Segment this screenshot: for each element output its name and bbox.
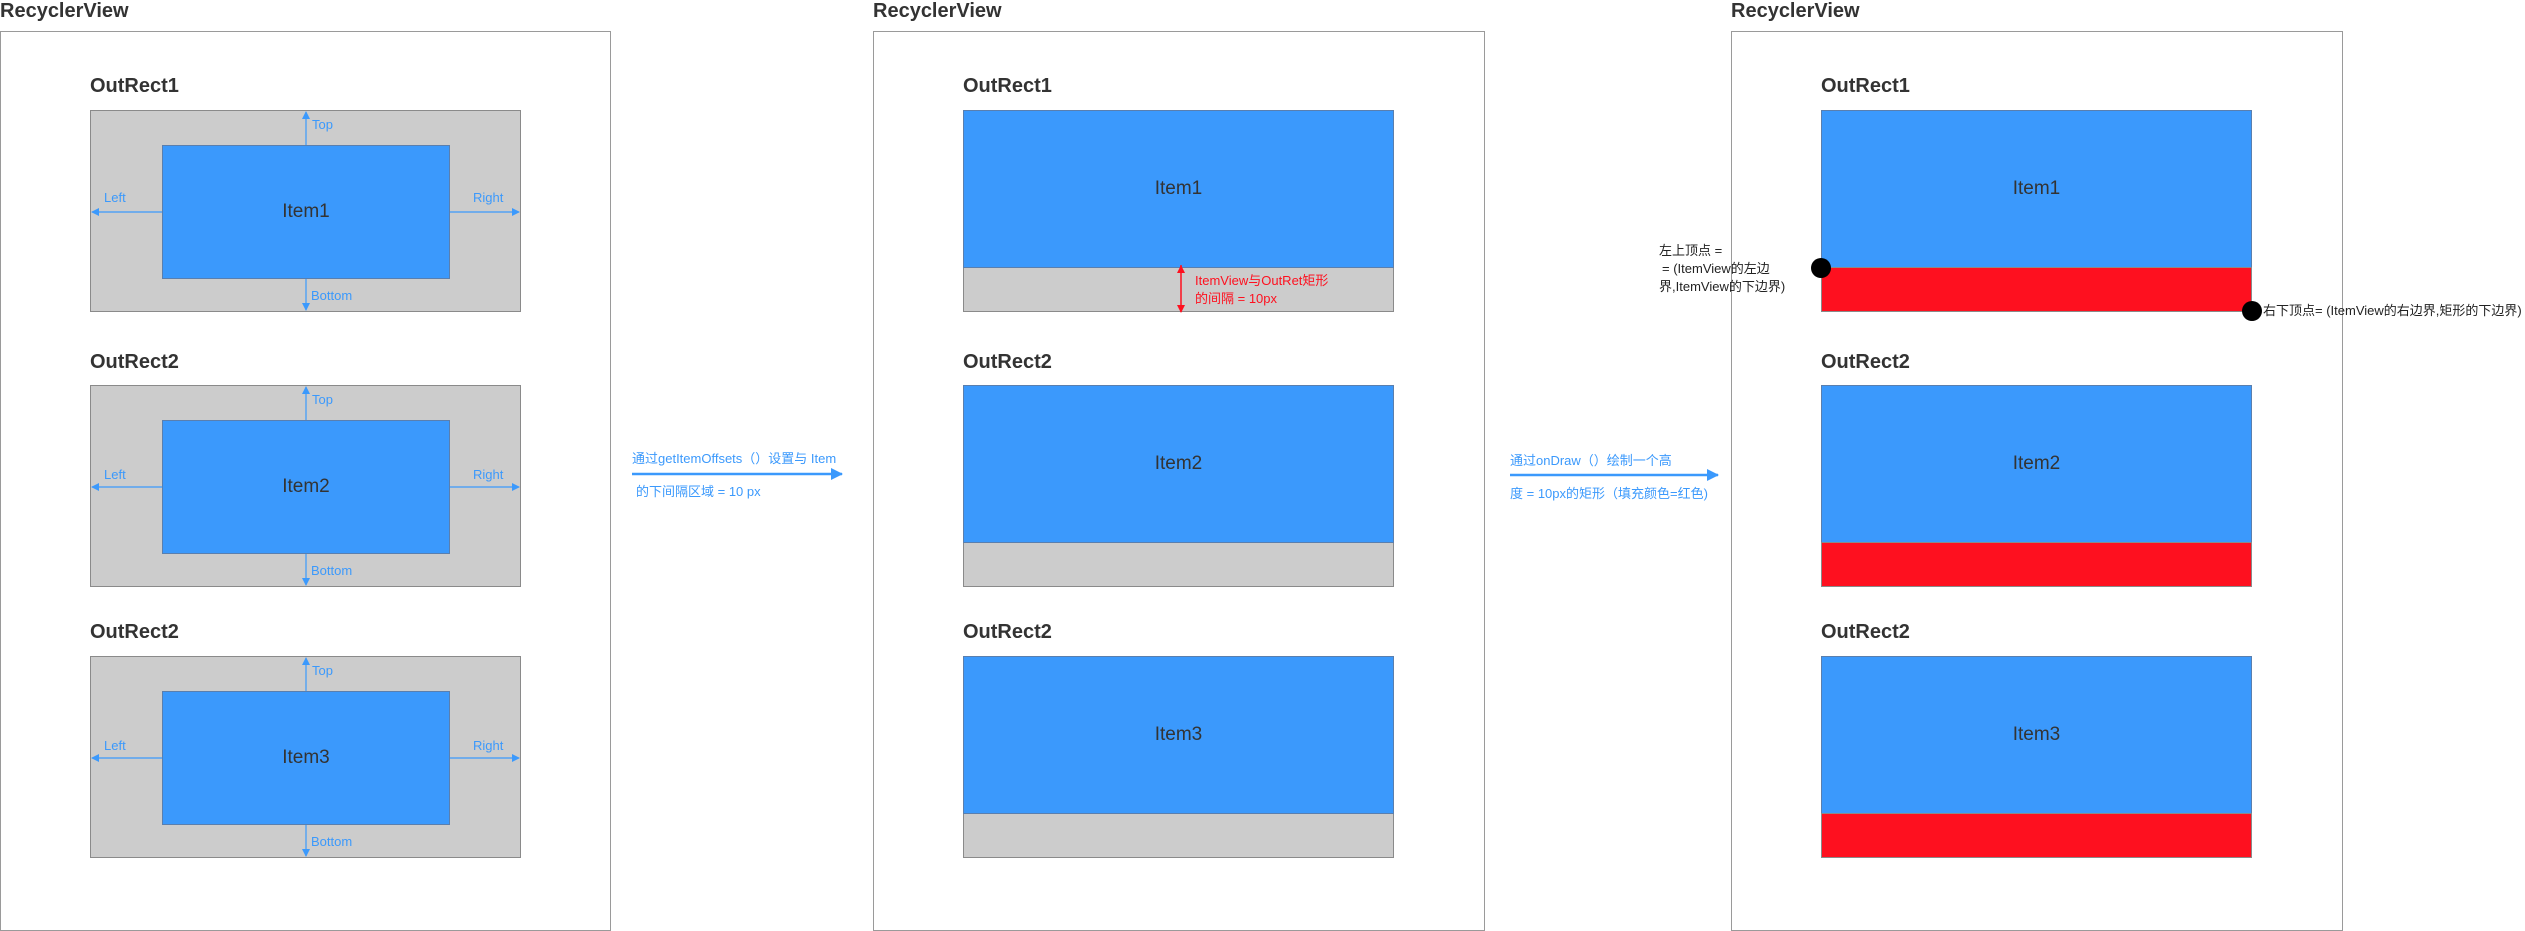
item-1-view: Item1 [1821,110,2252,268]
margin-right-label: Right [473,467,504,482]
margin-left-label: Left [104,190,126,205]
decoration-rect-1 [1821,267,2252,312]
gap-note-line1: ItemView与OutRet矩形 [1195,273,1329,288]
outrect-2-title: OutRect2 [963,351,1052,373]
margin-arrows-group-3 [91,657,520,857]
item-2-view: Item2 [1821,385,2252,543]
outrect-1-title: OutRect1 [963,75,1052,97]
top-left-note-line3: 界,ItemView的下边界) [1659,279,1786,294]
panel-2-title: RecyclerView [873,0,1002,22]
margin-top-label: Top [312,392,333,407]
item-2-label: Item2 [1154,453,1203,474]
item-2-view: Item2 [162,420,450,554]
margin-right-label: Right [473,738,504,753]
margin-bottom-label: Bottom [311,834,353,849]
item-1-label: Item1 [2012,178,2061,199]
panel-3-title: RecyclerView [1731,0,1860,22]
outrect-3-title: OutRect2 [1821,621,1910,643]
outrect-1-title: OutRect1 [90,75,179,97]
item-1-label: Item1 [1154,178,1203,199]
bottom-right-vertex-dot [2242,301,2262,321]
item-2-label: Item2 [2012,453,2061,474]
arrow-2-note-line2: 度 = 10px的矩形（填充颜色=红色) [1510,486,1708,501]
margin-bottom-label: Bottom [311,563,353,578]
outrect-3-title: OutRect2 [90,621,179,643]
margin-top-label: Top [312,117,333,132]
item-1-label: Item1 [282,201,330,222]
margin-right-label: Right [473,190,504,205]
item-2-label: Item2 [282,476,330,497]
item-1-view: Item1 [162,145,450,279]
outrect-2-title: OutRect2 [1821,351,1910,373]
top-left-note-line1: 左上顶点 = [1659,243,1723,258]
arrow-1-note-line2: 的下间隔区域 = 10 px [636,484,761,499]
margin-arrows-group-2 [91,386,520,586]
item-3-view: Item3 [963,656,1394,814]
item-3-label: Item3 [1154,724,1203,745]
gap-note-line2: 的间隔 = 10px [1195,291,1278,306]
top-left-note-line2: = (ItemView的左边 [1662,261,1770,276]
item-3-label: Item3 [2012,724,2061,745]
decoration-rect-2 [1821,542,2252,587]
outrect-1-title: OutRect1 [1821,75,1910,97]
outrect-2-title: OutRect2 [90,351,179,373]
item-3-label: Item3 [282,747,330,768]
item-1-view: Item1 [963,110,1394,268]
panel-1-title: RecyclerView [0,0,129,22]
margin-left-label: Left [104,467,126,482]
arrow-2-note-line1: 通过onDraw（）绘制一个高 [1510,453,1672,468]
item-3-view: Item3 [162,691,450,825]
arrow-1-note-line1: 通过getItemOffsets（）设置与 Item [632,451,837,466]
item-2-view: Item2 [963,385,1394,543]
bottom-right-note: 右下顶点= (ItemView的右边界,矩形的下边界) [2263,303,2522,318]
margin-arrows-group-1 [91,111,520,311]
margin-top-label: Top [312,663,333,678]
top-left-vertex-dot [1811,258,1831,278]
outrect-3-title: OutRect2 [963,621,1052,643]
margin-bottom-label: Bottom [311,288,353,303]
decoration-rect-3 [1821,813,2252,858]
margin-left-label: Left [104,738,126,753]
